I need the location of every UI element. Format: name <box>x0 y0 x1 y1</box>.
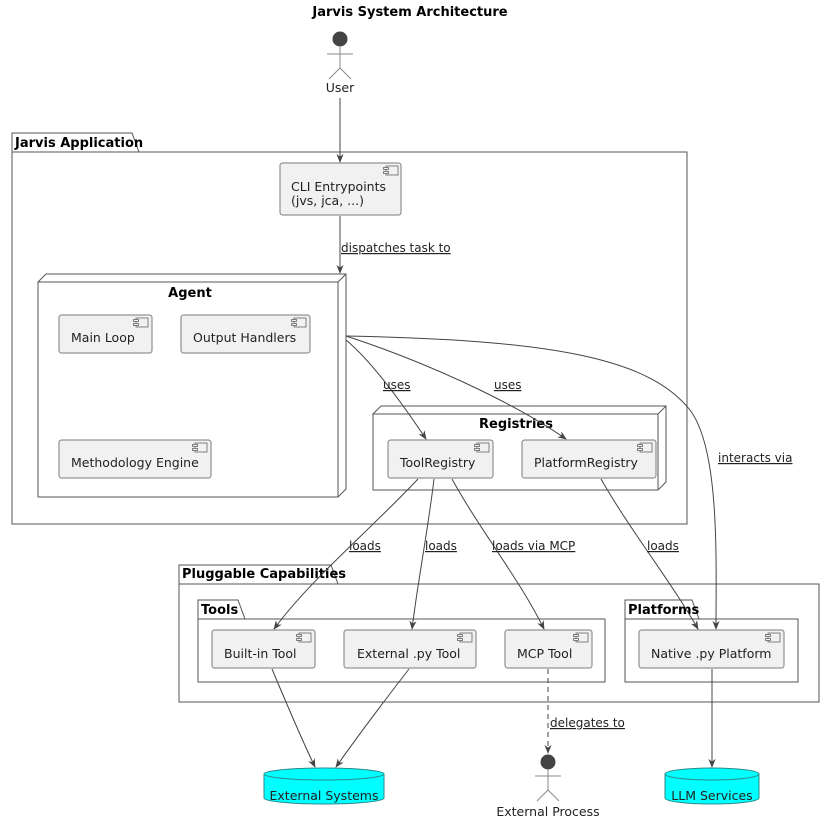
external-py-to-external-systems-edge <box>335 668 410 768</box>
component-icon <box>291 317 307 328</box>
component-icon <box>383 165 399 176</box>
agent-title: Agent <box>168 286 212 301</box>
methodology-engine-label: Methodology Engine <box>71 455 199 470</box>
interacts-edge-label: interacts via <box>718 451 792 465</box>
loads-builtin-edge <box>273 478 419 630</box>
agent-uses-platform-registry-edge <box>345 335 567 440</box>
pluggable-capabilities-title: Pluggable Capabilities <box>182 567 346 582</box>
component-icon <box>133 317 149 328</box>
mcp-tool-component: MCP Tool <box>504 629 593 669</box>
platform-registry-component: PlatformRegistry <box>521 439 657 479</box>
loads-external-edge <box>409 478 435 630</box>
external-py-tool-component: External .py Tool <box>343 629 477 669</box>
tool-registry-label: ToolRegistry <box>399 455 476 470</box>
user-actor: User <box>326 31 355 95</box>
builtin-tool-component: Built-in Tool <box>211 629 316 669</box>
output-handlers-label: Output Handlers <box>193 330 296 345</box>
platforms-title: Platforms <box>628 603 700 618</box>
external-py-tool-label: External .py Tool <box>357 646 460 661</box>
external-process-label: External Process <box>496 804 599 819</box>
builtin-to-external-systems-edge <box>271 668 316 768</box>
component-icon <box>457 632 473 643</box>
component-icon <box>573 632 589 643</box>
component-icon <box>637 442 653 453</box>
external-systems-database: External Systems <box>263 767 385 805</box>
diagram-title: Jarvis System Architecture <box>311 5 507 20</box>
cli-entrypoints-sublabel: (jvs, jca, ...) <box>291 193 364 208</box>
component-icon <box>192 442 208 453</box>
agent-interacts-platform-edge <box>345 335 720 630</box>
jarvis-application-title: Jarvis Application <box>14 136 143 151</box>
component-icon <box>296 632 312 643</box>
methodology-engine-component: Methodology Engine <box>58 439 212 479</box>
loads-builtin-label: loads <box>349 539 381 553</box>
output-handlers-component: Output Handlers <box>180 314 311 354</box>
loads-external-label: loads <box>425 539 457 553</box>
delegates-edge-label: delegates to <box>550 716 625 730</box>
loads-platform-edge <box>600 478 699 630</box>
loads-platform-label: loads <box>647 539 679 553</box>
loads-mcp-edge <box>451 478 545 630</box>
user-label: User <box>326 80 355 95</box>
mcp-tool-label: MCP Tool <box>517 646 572 661</box>
main-loop-label: Main Loop <box>71 330 135 345</box>
main-loop-component: Main Loop <box>58 314 153 354</box>
cli-entrypoints-component: CLI Entrypoints (jvs, jca, ...) <box>279 162 402 216</box>
registries-title: Registries <box>479 417 553 432</box>
uses-tool-registry-label: uses <box>383 378 411 392</box>
component-icon <box>765 632 781 643</box>
dispatches-edge-label: dispatches task to <box>341 241 451 255</box>
llm-services-database: LLM Services <box>664 767 760 805</box>
tools-title: Tools <box>201 603 238 618</box>
builtin-tool-label: Built-in Tool <box>224 646 297 661</box>
native-py-platform-label: Native .py Platform <box>651 646 771 661</box>
component-icon <box>474 442 490 453</box>
native-py-platform-component: Native .py Platform <box>638 629 785 669</box>
platform-registry-label: PlatformRegistry <box>534 455 638 470</box>
tool-registry-component: ToolRegistry <box>387 439 494 479</box>
uses-platform-registry-label: uses <box>494 378 522 392</box>
cli-entrypoints-label: CLI Entrypoints <box>291 179 386 194</box>
external-process-actor: External Process <box>496 754 600 819</box>
llm-services-label: LLM Services <box>671 788 752 803</box>
agent-uses-tool-registry-edge <box>345 339 427 440</box>
external-systems-label: External Systems <box>270 788 379 803</box>
loads-mcp-label: loads via MCP <box>492 539 575 553</box>
